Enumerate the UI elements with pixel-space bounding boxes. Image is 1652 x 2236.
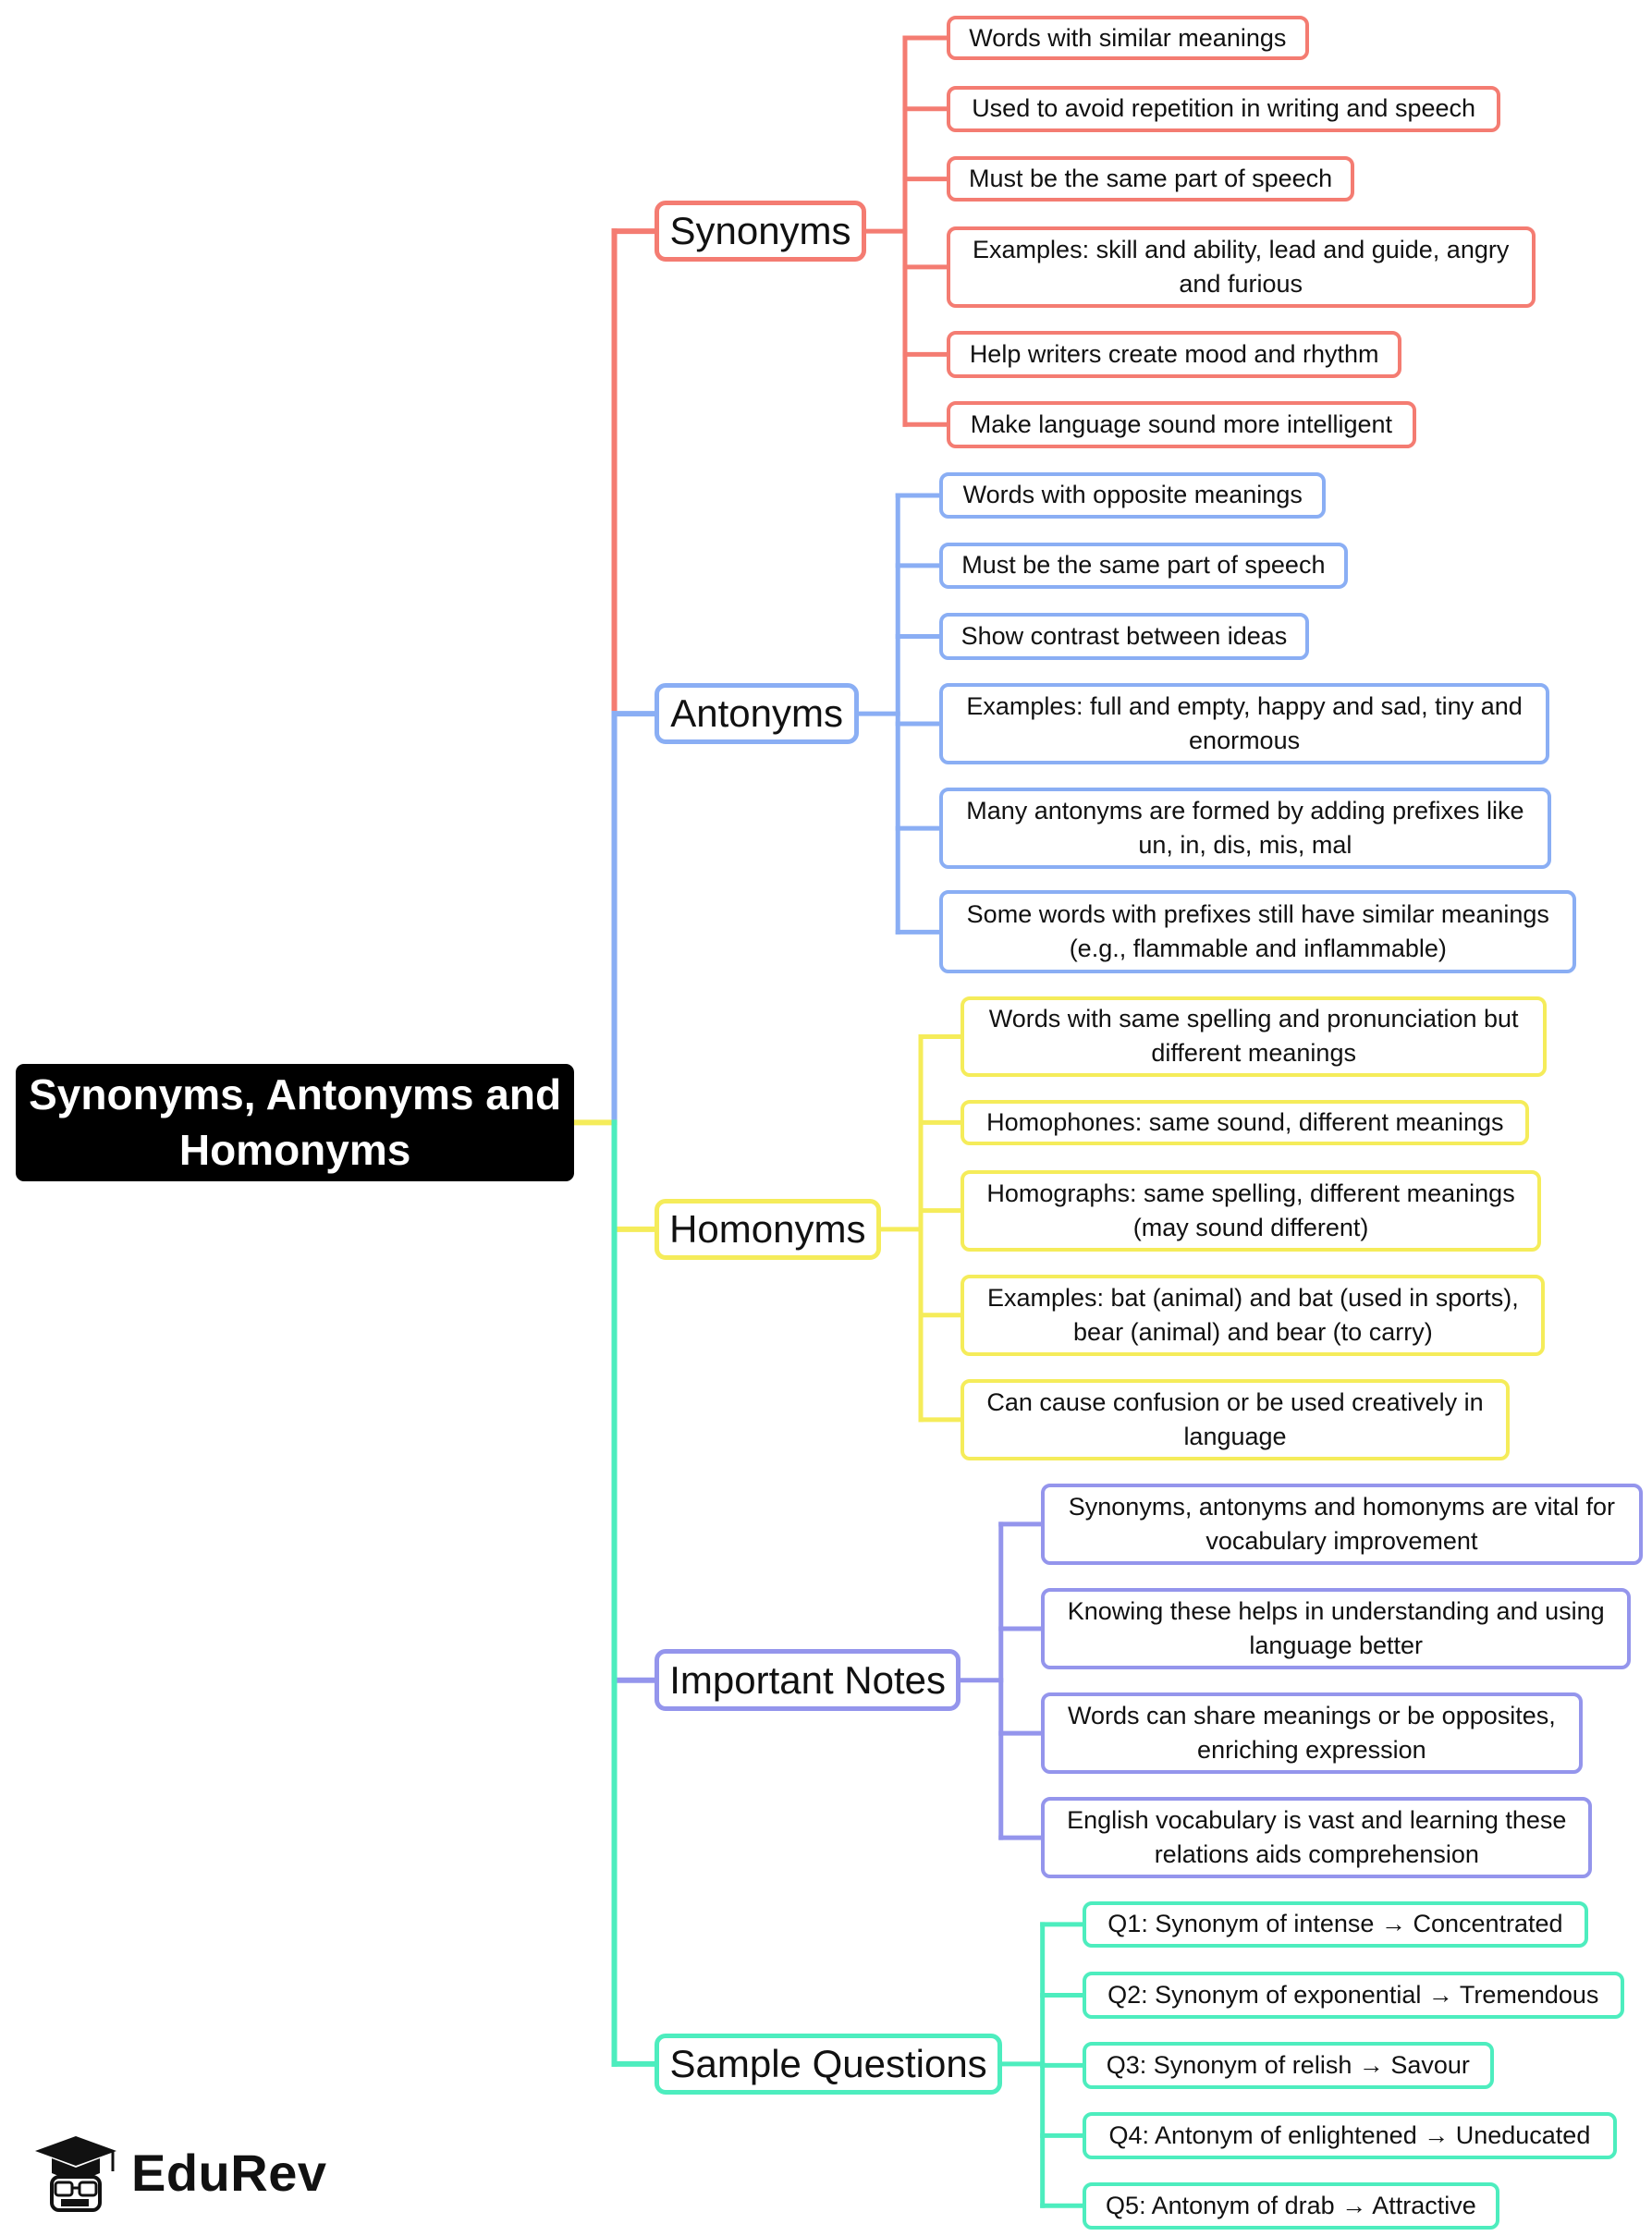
leaf-item: Some words with prefixes still have simi… [939,890,1577,974]
leaf-item: Knowing these helps in understanding and… [1041,1587,1632,1670]
leaf-item: Q4: Antonym of enlightened → Uneducated [1083,2111,1617,2159]
brand-name: EduRev [131,2143,327,2202]
leaf-item: Words with same spelling and pronunciati… [961,996,1547,1077]
branch-sample-questions: Sample Questions [654,2033,1003,2095]
branch-homonyms: Homonyms [654,1198,881,1261]
leaf-item: Help writers create mood and rhythm [946,330,1402,378]
graduation-cap-logo-icon [35,2136,116,2212]
leaf-item: Must be the same part of speech [939,543,1348,589]
leaf-item: Must be the same part of speech [946,155,1355,202]
leaf-item: Homographs: same spelling, different mea… [961,1169,1541,1252]
leaf-item: Many antonyms are formed by adding prefi… [939,787,1551,870]
leaf-item: Show contrast between ideas [939,612,1309,661]
branch-synonyms: Synonyms [654,200,867,263]
leaf-item: Examples: full and empty, happy and sad,… [939,682,1549,765]
branch-label: Homonyms [669,1206,866,1251]
leaf-item: Used to avoid repetition in writing and … [946,85,1501,132]
leaf-item: Words can share meanings or be opposites… [1041,1692,1583,1775]
leaf-item: Q2: Synonym of exponential → Tremendous [1083,1971,1624,2020]
leaf-item: Q1: Synonym of intense → Concentrated [1083,1901,1588,1948]
leaf-item: Q3: Synonym of relish → Savour [1083,2041,1494,2089]
leaf-item: Q5: Antonym of drab → Attractive [1083,2181,1499,2230]
branch-label: Sample Questions [669,2041,987,2085]
edurev-logo: EduRev [28,2131,327,2214]
branch-label: Antonyms [670,691,844,736]
root-topic: Synonyms, Antonyms and Homonyms [16,1063,575,1181]
branch-label: Important Notes [669,1657,947,1702]
branch-important-notes: Important Notes [654,1649,961,1712]
leaf-item: Synonyms, antonyms and homonyms are vita… [1041,1483,1643,1566]
leaf-item: Homophones: same sound, different meanin… [961,1099,1530,1146]
leaf-item: Can cause confusion or be used creativel… [961,1378,1510,1460]
leaf-item: English vocabulary is vast and learning … [1041,1796,1593,1879]
leaf-item: Make language sound more intelligent [946,400,1416,448]
leaf-item: Examples: bat (animal) and bat (used in … [961,1274,1546,1356]
branch-antonyms: Antonyms [654,682,860,745]
leaf-item: Examples: skill and ability, lead and gu… [946,226,1536,309]
branch-label: Synonyms [669,209,851,253]
leaf-item: Words with similar meanings [946,16,1309,61]
root-title: Synonyms, Antonyms and Homonyms [29,1070,562,1175]
leaf-item: Words with opposite meanings [939,472,1327,519]
